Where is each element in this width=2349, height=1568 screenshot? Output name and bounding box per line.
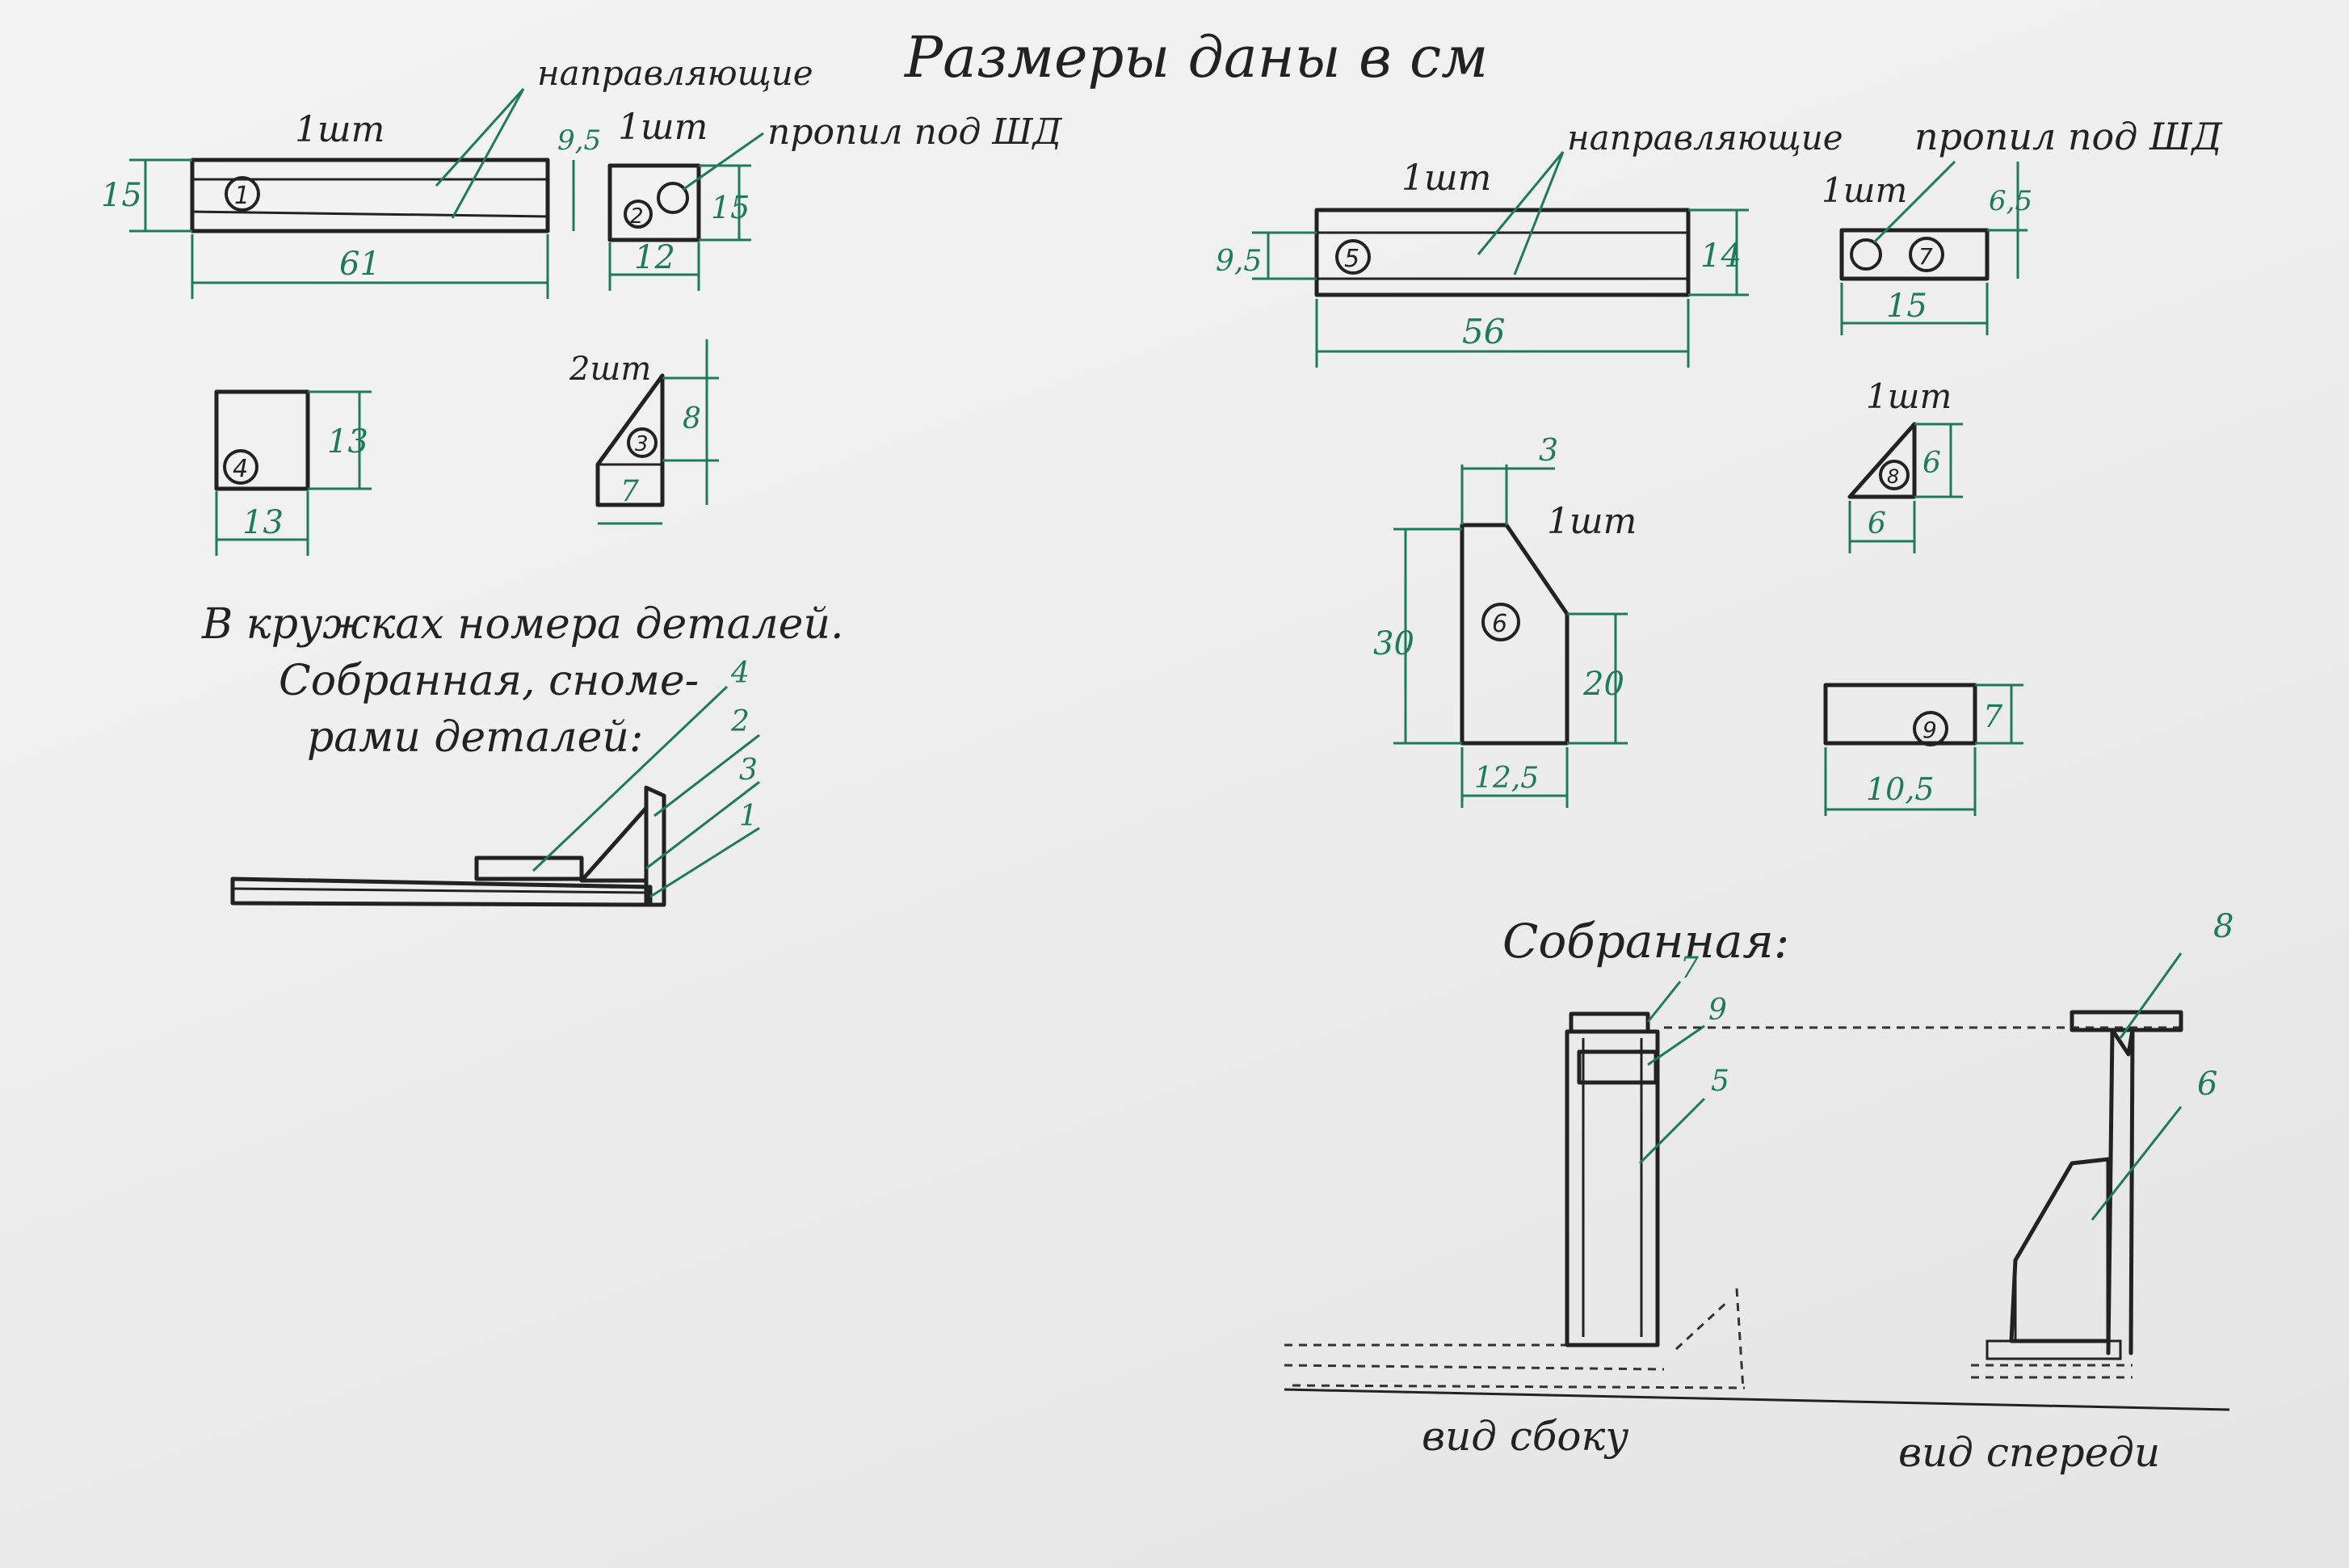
part-2-height: 15 (711, 190, 750, 225)
part-9-number: 9 (1922, 717, 1937, 743)
side-view-label: вид сбоку (1422, 1413, 1628, 1460)
side-view-assembly: 7 9 5 вид сбоку (1284, 952, 1746, 1460)
sheet-title: Размеры даны в см (903, 24, 1488, 90)
part-1-qty: 1шт (295, 109, 384, 150)
part-7-qty: 1шт (1822, 170, 1907, 210)
note-line-1: В кружках номера деталей. (201, 600, 843, 649)
part-5-number: 5 (1344, 245, 1359, 273)
part-7-height: 6,5 (1989, 185, 2032, 217)
part-1-width: 61 (339, 246, 380, 283)
part-4-number: 4 (233, 455, 248, 483)
part-5-height: 9,5 (1216, 245, 1262, 278)
side-callout-9: 9 (1708, 994, 1727, 1027)
part-3: 3 7 8 2шт (569, 339, 719, 525)
part-2-qty: 1шт (618, 107, 708, 148)
part-1-height: 15 (101, 177, 142, 214)
part-4: 4 13 13 (214, 389, 372, 556)
part-1-number: 1 (234, 182, 250, 210)
part-9: 9 10,5 7 (1823, 683, 2023, 816)
guides-label-left: направляющие (537, 53, 813, 93)
side-callout-5: 5 (1711, 1065, 1729, 1098)
part-3-height: 8 (683, 402, 701, 435)
assembled-label: Собранная: (1502, 914, 1789, 969)
part-2-number: 2 (630, 204, 644, 229)
left-callout-2: 2 (730, 705, 750, 738)
part-8-number: 8 (1887, 465, 1899, 488)
left-assembly: 4 2 3 1 (230, 657, 760, 907)
front-callout-6: 6 (2197, 1066, 2217, 1103)
part-8: 8 6 6 1шт (1847, 376, 1963, 553)
part-6-number: 6 (1492, 610, 1507, 638)
part-6-top: 3 (1539, 432, 1558, 468)
part-6-height2: 20 (1582, 666, 1624, 703)
part-6-width: 12,5 (1474, 762, 1539, 795)
note-line-2: Собранная, сноме- (279, 657, 699, 705)
kerf-label-left: пропил под ШД (767, 111, 1063, 153)
part-3-qty: 2шт (569, 351, 651, 388)
front-view-label: вид спереди (1898, 1429, 2160, 1476)
left-callout-3: 3 (739, 754, 758, 787)
part-5-qty: 1шт (1401, 158, 1491, 199)
part-2: 2 12 15 1шт (607, 107, 751, 291)
part-8-width: 6 (1868, 507, 1886, 540)
part-6-qty: 1шт (1547, 501, 1637, 542)
front-view-assembly: 8 6 вид спереди (1898, 908, 2233, 1476)
part-8-qty: 1шт (1866, 376, 1952, 416)
kerf-label-right: пропил под ШД (1914, 115, 2224, 158)
note-line-3: рами деталей: (307, 713, 643, 762)
left-callout-4: 4 (730, 657, 750, 690)
part-7-width: 15 (1886, 288, 1927, 325)
part-9-height: 7 (1983, 699, 2003, 734)
part-4-width: 13 (242, 504, 284, 541)
part-3-number: 3 (635, 432, 649, 456)
left-callout-1: 1 (739, 800, 758, 833)
part-7-number: 7 (1918, 243, 1933, 270)
part-6-height: 30 (1373, 625, 1414, 662)
part-2-width: 12 (634, 239, 675, 276)
part-9-width: 10,5 (1866, 771, 1935, 807)
part-5: 5 56 9,5 14 1шт (1216, 158, 1749, 368)
part-5-height2: 14 (1700, 238, 1742, 275)
part-6: 6 3 30 20 12,5 1шт (1373, 432, 1637, 808)
part-7: 7 15 6,5 1шт (1822, 162, 2032, 335)
part-8-height: 6 (1922, 447, 1941, 480)
part-1: 1 61 15 9,5 1шт (101, 109, 601, 299)
guides-label-right: направляющие (1567, 118, 1843, 158)
part-3-width: 7 (620, 475, 639, 508)
part-5-width: 56 (1462, 312, 1505, 351)
front-callout-8: 8 (2213, 908, 2233, 945)
part-4-height: 13 (327, 423, 368, 460)
side-callout-7: 7 (1680, 952, 1699, 985)
part-1-height2: 9,5 (557, 124, 601, 157)
